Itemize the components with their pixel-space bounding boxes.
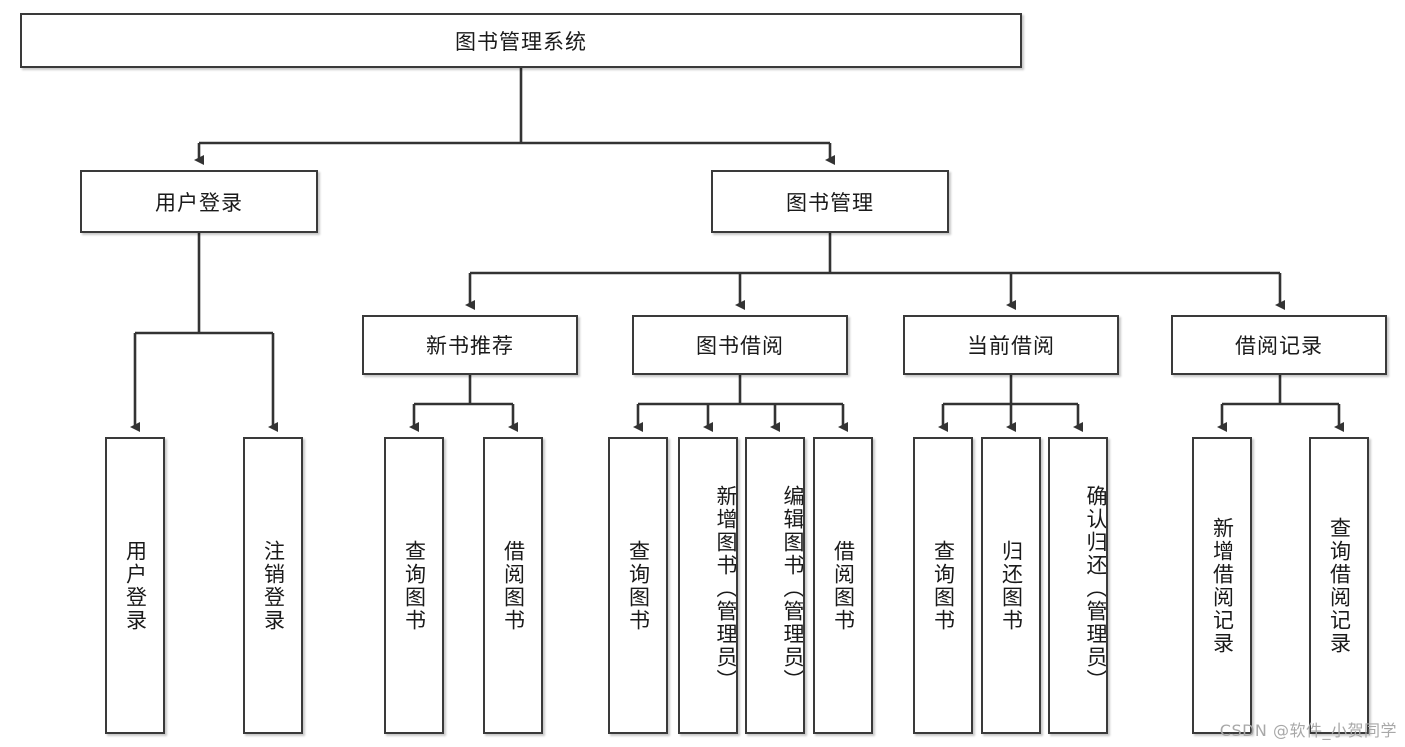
leaf-query-book-borrow[interactable]: 查询图书 — [608, 437, 668, 734]
node-user-login[interactable]: 用户登录 — [80, 170, 318, 233]
leaf-query-borrow-record[interactable]: 查询借阅记录 — [1309, 437, 1369, 734]
leaf-query-book-current[interactable]: 查询图书 — [913, 437, 973, 734]
leaf-return-book[interactable]: 归还图书 — [981, 437, 1041, 734]
leaf-borrow-book[interactable]: 借阅图书 — [813, 437, 873, 734]
leaf-user-login[interactable]: 用户登录 — [105, 437, 165, 734]
csdn-watermark: CSDN @软件_小贺同学 — [1219, 721, 1397, 740]
leaf-query-book-new-book[interactable]: 查询图书 — [384, 437, 444, 734]
leaf-borrow-book-new-book[interactable]: 借阅图书 — [483, 437, 543, 734]
leaf-confirm-return-admin[interactable]: 确认归还（管理员） — [1048, 437, 1108, 734]
node-book-management[interactable]: 图书管理 — [711, 170, 949, 233]
node-borrow-record[interactable]: 借阅记录 — [1171, 315, 1387, 375]
leaf-add-book-admin[interactable]: 新增图书（管理员） — [678, 437, 738, 734]
leaf-add-borrow-record[interactable]: 新增借阅记录 — [1192, 437, 1252, 734]
node-book-borrow[interactable]: 图书借阅 — [632, 315, 848, 375]
leaf-user-logout[interactable]: 注销登录 — [243, 437, 303, 734]
leaf-edit-book-admin[interactable]: 编辑图书（管理员） — [745, 437, 805, 734]
node-root-book-management-system[interactable]: 图书管理系统 — [20, 13, 1022, 68]
node-new-book-recommendation[interactable]: 新书推荐 — [362, 315, 578, 375]
node-current-borrow[interactable]: 当前借阅 — [903, 315, 1119, 375]
